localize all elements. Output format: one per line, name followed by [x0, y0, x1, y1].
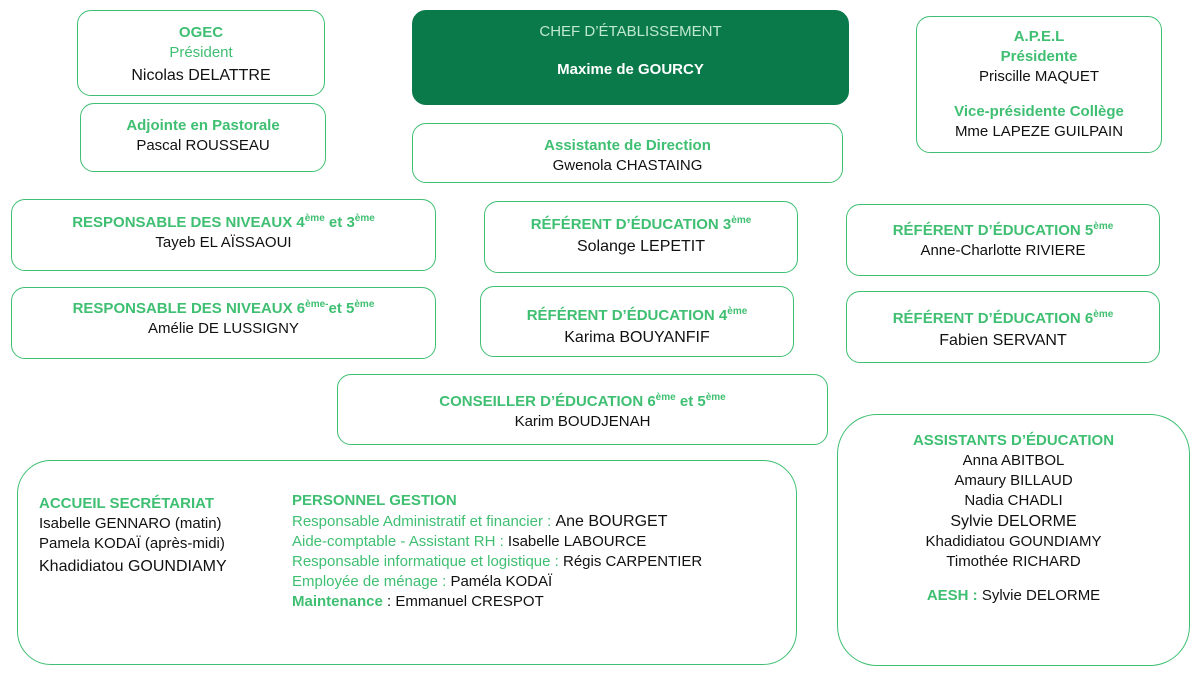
pastorale-title: Adjointe en Pastorale [126, 117, 280, 134]
ref-4-box: RÉFÉRENT D’ÉDUCATION 4ème Karima BOUYANF… [480, 286, 794, 357]
ref-5-name: Anne-Charlotte RIVIERE [920, 242, 1086, 259]
gestion-row: Maintenance : Emmanuel CRESPOT [292, 593, 544, 610]
assistant-person: Nadia CHADLI [964, 492, 1063, 509]
ref-3-title: RÉFÉRENT D’ÉDUCATION 3ème [530, 215, 752, 234]
ogec-title: OGEC [178, 24, 224, 41]
ref-6-name: Fabien SERVANT [939, 332, 1067, 349]
ref-3-box: RÉFÉRENT D’ÉDUCATION 3ème Solange LEPETI… [484, 201, 798, 273]
assistante-box: Assistante de Direction Gwenola CHASTAIN… [412, 123, 843, 183]
resp-6-5-name: Amélie DE LUSSIGNY [148, 320, 299, 337]
ogec-role: Président [169, 44, 233, 61]
apel-name: Priscille MAQUET [978, 68, 1099, 85]
conseiller-title: CONSEILLER D’ÉDUCATION 6ème et 5ème [439, 392, 726, 411]
assistant-person: Khadidiatou GOUNDIAMY [925, 533, 1102, 550]
resp-6-5-title: RESPONSABLE DES NIVEAUX 6ème-et 5ème [72, 299, 375, 318]
ref-4-name: Karima BOUYANFIF [564, 329, 710, 346]
resp-4-3-name: Tayeb EL AÏSSAOUI [155, 234, 292, 251]
assistant-person: Timothée RICHARD [946, 553, 1081, 570]
secretariat-gestion-box: ACCUEIL SECRÉTARIAT Isabelle GENNARO (ma… [17, 460, 797, 665]
pastorale-box: Adjointe en Pastorale Pascal ROUSSEAU [80, 103, 326, 172]
gestion-row: Aide-comptable - Assistant RH : Isabelle… [292, 533, 647, 550]
ref-3-name: Solange LEPETIT [576, 238, 706, 255]
gestion-section: PERSONNEL GESTION Responsable Administra… [292, 491, 702, 612]
assistants-box: ASSISTANTS D’ÉDUCATION Anna ABITBOL Amau… [837, 414, 1190, 666]
gestion-row: Responsable informatique et logistique :… [292, 553, 703, 570]
assistante-title: Assistante de Direction [544, 137, 711, 154]
chef-box: CHEF D’ÉTABLISSEMENT Maxime de GOURCY [412, 10, 849, 105]
accueil-person: Khadidiatou GOUNDIAMY [39, 558, 227, 575]
gestion-row: Responsable Administratif et financier :… [292, 513, 668, 530]
apel-role: Présidente [1000, 48, 1078, 65]
ref-5-title: RÉFÉRENT D’ÉDUCATION 5ème [892, 221, 1114, 240]
apel-title: A.P.E.L [1013, 28, 1065, 45]
resp-4-3-box: RESPONSABLE DES NIVEAUX 4ème et 3ème Tay… [11, 199, 436, 271]
aesh-line: AESH : Sylvie DELORME [926, 587, 1101, 604]
ref-4-title: RÉFÉRENT D’ÉDUCATION 4ème [526, 306, 748, 325]
apel-box: A.P.E.L Présidente Priscille MAQUET Vice… [916, 16, 1162, 153]
ogec-name: Nicolas DELATTRE [131, 67, 271, 84]
assistant-person: Anna ABITBOL [962, 452, 1065, 469]
assistants-title: ASSISTANTS D’ÉDUCATION [912, 432, 1115, 449]
assistant-person: Amaury BILLAUD [954, 472, 1073, 489]
resp-6-5-box: RESPONSABLE DES NIVEAUX 6ème-et 5ème Amé… [11, 287, 436, 359]
ref-6-title: RÉFÉRENT D’ÉDUCATION 6ème [892, 309, 1114, 328]
assistante-name: Gwenola CHASTAING [552, 157, 703, 174]
conseiller-box: CONSEILLER D’ÉDUCATION 6ème et 5ème Kari… [337, 374, 828, 445]
ref-5-box: RÉFÉRENT D’ÉDUCATION 5ème Anne-Charlotte… [846, 204, 1160, 276]
accueil-person: Pamela KODAÏ (après-midi) [39, 535, 225, 552]
accueil-person: Isabelle GENNARO (matin) [39, 515, 222, 532]
gestion-row: Employée de ménage : Paméla KODAÏ [292, 573, 553, 590]
ref-6-box: RÉFÉRENT D’ÉDUCATION 6ème Fabien SERVANT [846, 291, 1160, 363]
apel-vp-name: Mme LAPEZE GUILPAIN [954, 123, 1124, 140]
conseiller-name: Karim BOUDJENAH [514, 413, 651, 430]
assistant-person: Sylvie DELORME [950, 513, 1077, 530]
chef-name: Maxime de GOURCY [557, 61, 704, 78]
pastorale-name: Pascal ROUSSEAU [136, 137, 270, 154]
apel-vp-role: Vice-présidente Collège [954, 103, 1124, 120]
ogec-box: OGEC Président Nicolas DELATTRE [77, 10, 325, 96]
chef-title: CHEF D’ÉTABLISSEMENT [539, 23, 722, 40]
resp-4-3-title: RESPONSABLE DES NIVEAUX 4ème et 3ème [72, 213, 375, 232]
accueil-title: ACCUEIL SECRÉTARIAT [39, 495, 215, 512]
accueil-section: ACCUEIL SECRÉTARIAT Isabelle GENNARO (ma… [39, 494, 227, 577]
gestion-title: PERSONNEL GESTION [292, 492, 457, 509]
